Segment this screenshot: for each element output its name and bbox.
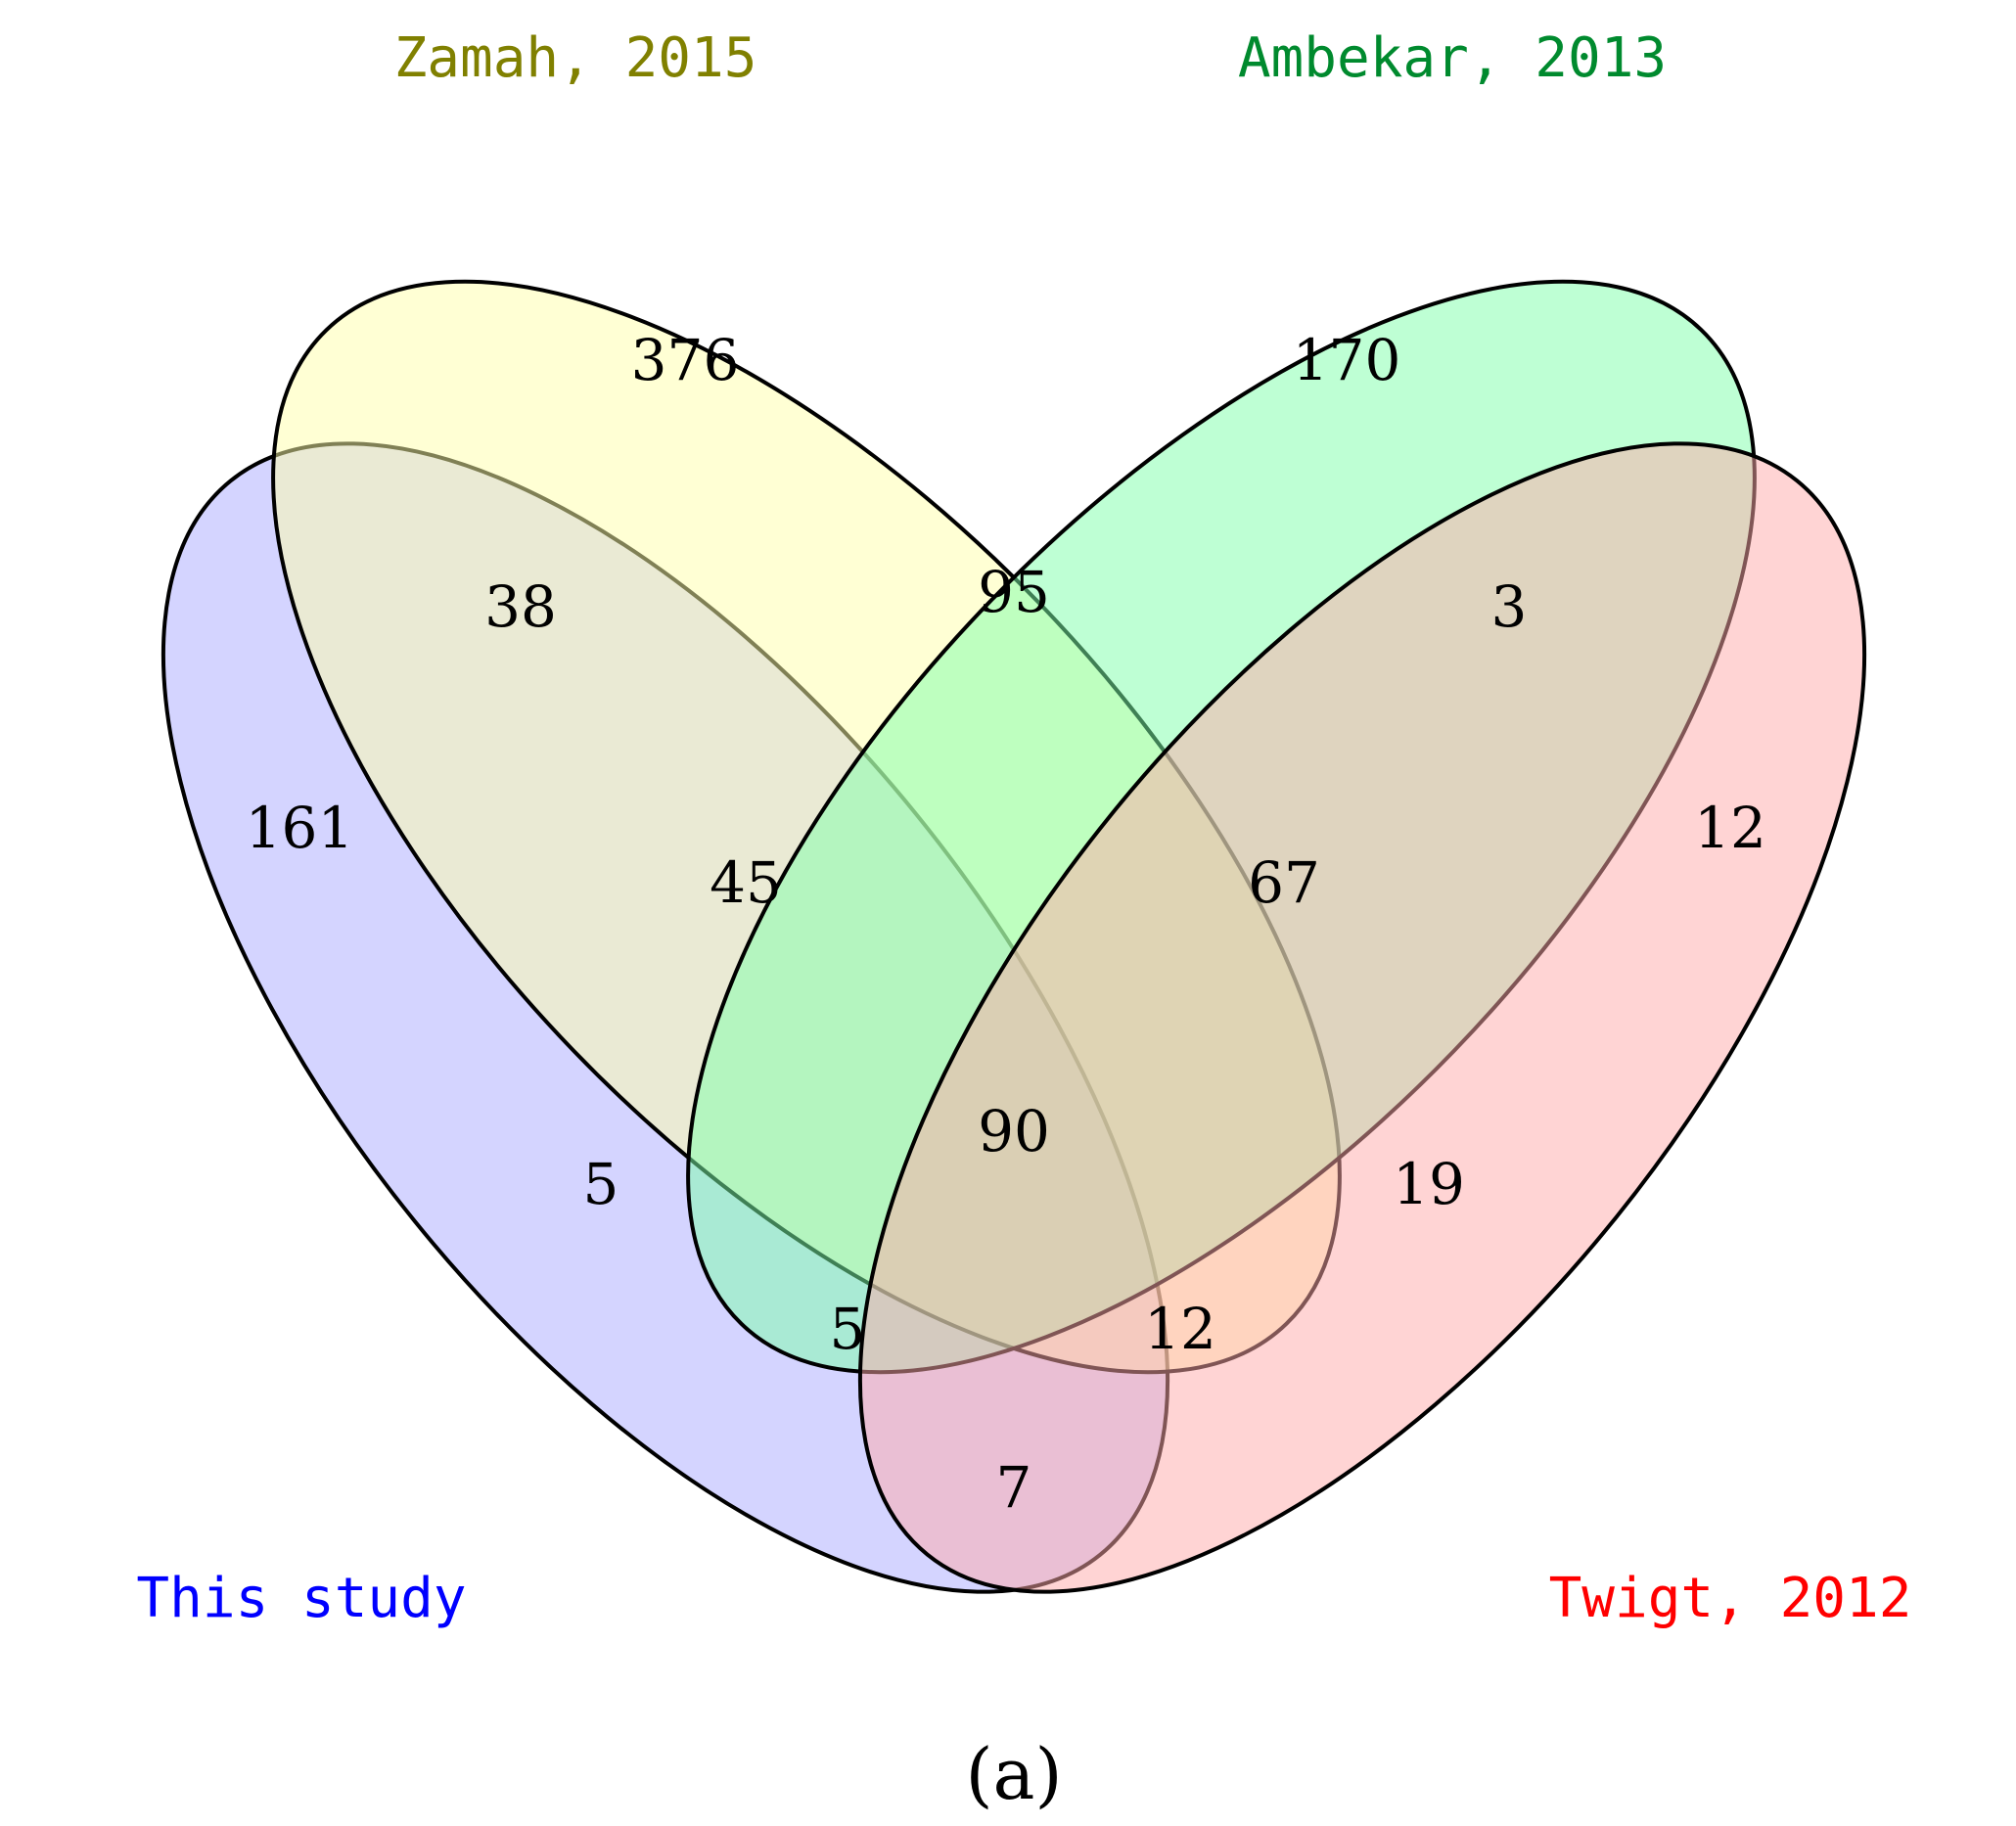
set-label-zamah: Zamah, 2015 bbox=[394, 26, 757, 90]
region-count-this-ambekar: 5 bbox=[583, 1151, 619, 1217]
set-ellipses bbox=[160, 279, 1867, 1594]
region-count-ambekar-twigt: 3 bbox=[1491, 573, 1528, 640]
region-count-this-zamah: 38 bbox=[484, 573, 557, 640]
region-count-zamah-twigt: 19 bbox=[1393, 1151, 1465, 1217]
set-label-twigt: Twigt, 2012 bbox=[1549, 1567, 1912, 1630]
region-count-twigt-only: 12 bbox=[1694, 795, 1766, 861]
region-count-zamah-ambekar-twigt: 67 bbox=[1248, 849, 1320, 916]
region-count-this-only: 161 bbox=[246, 795, 354, 861]
set-label-ambekar: Ambekar, 2013 bbox=[1238, 26, 1667, 90]
region-count-this-ambekar-twigt: 5 bbox=[830, 1296, 866, 1362]
region-count-this-twigt: 7 bbox=[996, 1454, 1032, 1521]
region-count-zamah-only: 376 bbox=[631, 327, 740, 393]
panel-label: (a) bbox=[965, 1733, 1062, 1815]
set-ellipse-twigt bbox=[857, 441, 1867, 1594]
region-count-this-zamah-ambekar: 45 bbox=[710, 849, 782, 916]
set-label-this-study: This study bbox=[136, 1567, 466, 1630]
region-count-zamah-ambekar: 95 bbox=[978, 559, 1050, 625]
region-count-all-four: 90 bbox=[978, 1098, 1050, 1164]
region-count-this-zamah-twigt: 12 bbox=[1144, 1296, 1216, 1362]
region-count-ambekar-only: 170 bbox=[1293, 327, 1401, 393]
